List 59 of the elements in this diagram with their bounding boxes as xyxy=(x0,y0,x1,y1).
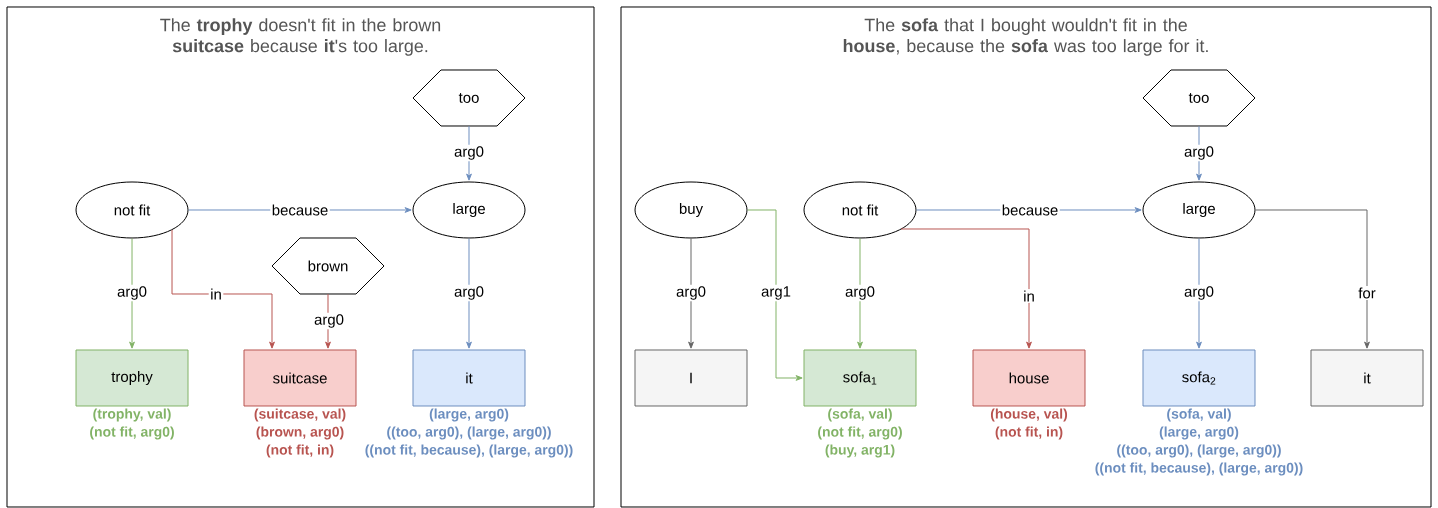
entity-box: house xyxy=(972,349,1086,407)
edge-label: arg0 xyxy=(674,284,708,302)
arrow xyxy=(1255,209,1370,349)
tuple-label: (buy, arg1) xyxy=(825,444,895,458)
arrow xyxy=(325,293,331,349)
tuple-label: (sofa, val) xyxy=(1167,408,1231,422)
ellipse-node: large xyxy=(1142,181,1256,239)
entity-box: trophy xyxy=(75,349,189,407)
arrow xyxy=(688,238,694,349)
edge-label: arg1 xyxy=(759,284,793,302)
hexagon-node: too xyxy=(1142,69,1256,127)
arrow xyxy=(747,209,803,381)
tuple-label: (not fit, arg0) xyxy=(818,426,902,440)
tuple-label: ((not fit, because), (large, arg0)) xyxy=(1095,462,1303,476)
hexagon-node: too xyxy=(412,69,526,127)
entity-box: sofa$_{2}$ xyxy=(1142,349,1256,407)
arrow xyxy=(1196,125,1202,181)
arrow xyxy=(171,229,275,349)
tuple-label: (not fit, in) xyxy=(266,444,334,458)
edge-label: because xyxy=(1000,203,1060,217)
tuple-label: ((too, arg0), (large, arg0)) xyxy=(1117,444,1281,458)
arrow xyxy=(466,238,472,349)
tuple-label: (not fit, arg0) xyxy=(90,426,174,440)
edge-label: in xyxy=(208,287,224,301)
hexagon-node: brown xyxy=(271,237,385,295)
edge-label: arg0 xyxy=(115,284,149,302)
edge-label: arg0 xyxy=(1182,144,1216,162)
tuple-label: (large, arg0) xyxy=(429,408,509,422)
ellipse-node: not fit xyxy=(803,181,917,239)
arrow xyxy=(1196,238,1202,349)
tuple-label: (suitcase, val) xyxy=(254,408,346,422)
arrow xyxy=(129,238,135,349)
tuple-label: (not fit, in) xyxy=(995,426,1063,440)
ellipse-node: not fit xyxy=(75,181,189,239)
edge-label: arg0 xyxy=(1182,284,1216,302)
edge-label: arg0 xyxy=(312,312,346,330)
entity-box: it xyxy=(412,349,526,407)
entity-box: I xyxy=(634,349,748,407)
tuple-label: (house, val) xyxy=(990,408,1068,422)
edge-label: arg0 xyxy=(843,284,877,302)
tuple-label: (sofa, val) xyxy=(828,408,892,422)
arrow xyxy=(466,125,472,181)
arrow xyxy=(900,228,1032,349)
tuple-label: (brown, arg0) xyxy=(256,426,344,440)
tuple-label: ((not fit, because), (large, arg0)) xyxy=(365,444,573,458)
entity-box: sofa$_{1}$ xyxy=(803,349,917,407)
entity-box: suitcase xyxy=(243,349,357,407)
edge-label: arg0 xyxy=(452,284,486,302)
arrow xyxy=(857,238,863,349)
edge-label: arg0 xyxy=(452,144,486,162)
edge-label: in xyxy=(1021,289,1037,303)
tuple-label: (trophy, val) xyxy=(93,408,171,422)
edge-label: for xyxy=(1356,286,1378,300)
edge-label: because xyxy=(270,203,330,217)
tuple-label: (large, arg0) xyxy=(1159,426,1239,440)
ellipse-node: buy xyxy=(634,181,748,239)
tuple-label: ((too, arg0), (large, arg0)) xyxy=(387,426,551,440)
entity-box: it xyxy=(1310,349,1424,407)
ellipse-node: large xyxy=(412,181,526,239)
